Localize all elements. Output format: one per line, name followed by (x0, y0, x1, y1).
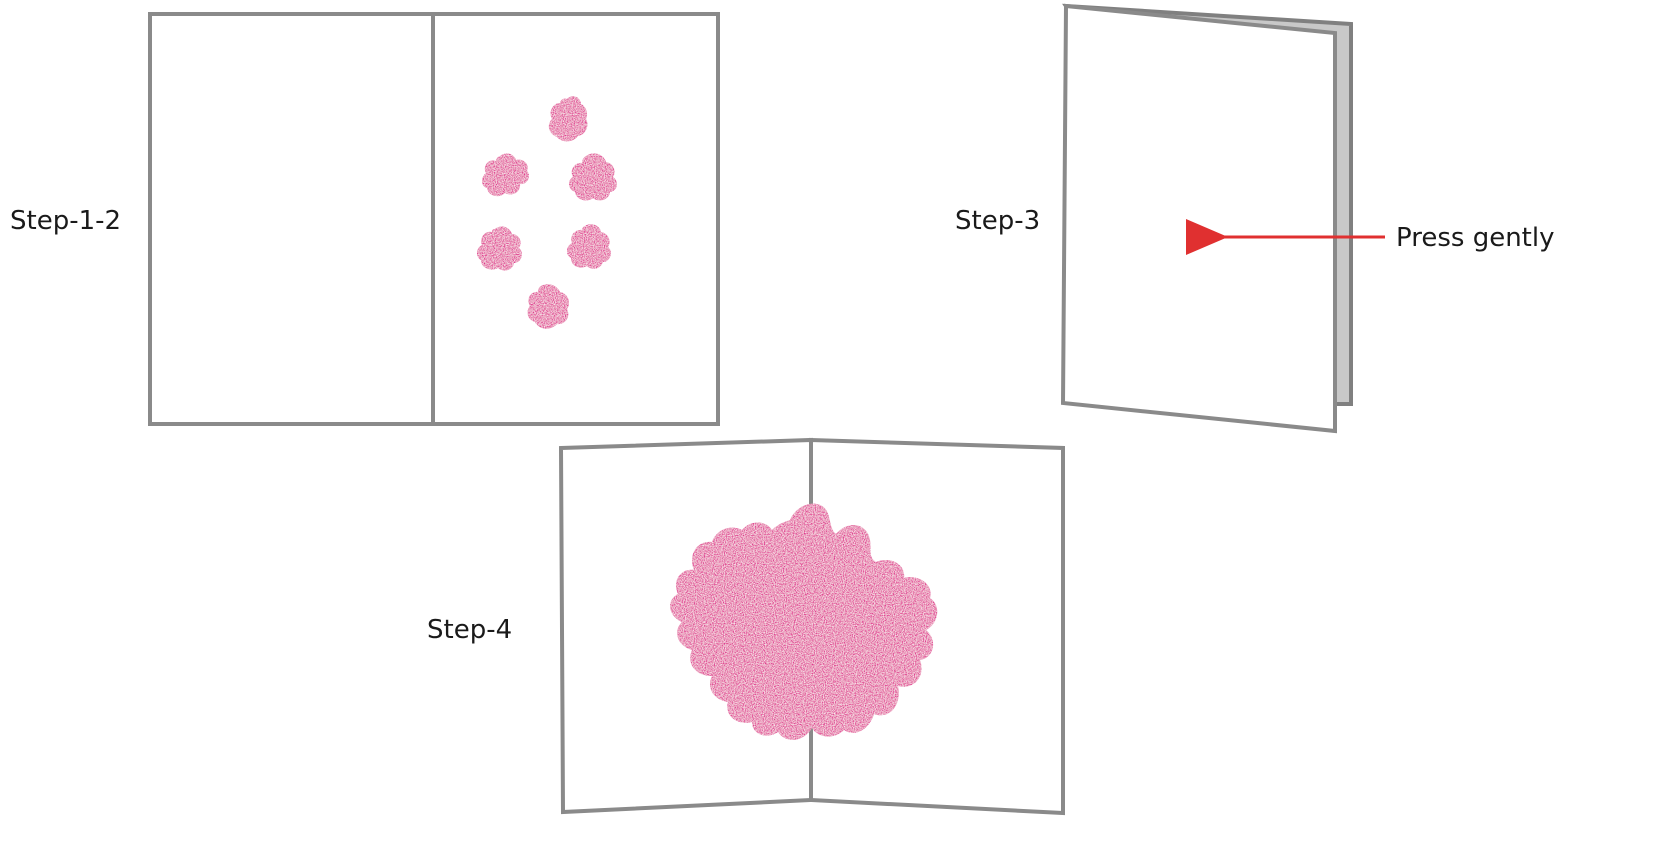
press-gently-callout: Press gently (1186, 219, 1554, 255)
paint-blob (548, 96, 588, 142)
step-1-2-group: Step-1-2 (10, 12, 720, 426)
paint-blob (566, 224, 611, 269)
step-1-2-label: Step-1-2 (10, 206, 121, 236)
paint-blob (482, 153, 530, 197)
step-4-group: Step-4 (427, 437, 1065, 816)
folded-paper-front-page (1060, 3, 1337, 434)
symmetric-ink-blot (670, 503, 938, 740)
paint-blob (476, 226, 522, 271)
step-3-label: Step-3 (955, 206, 1040, 236)
paint-blob (569, 153, 617, 201)
step-4-label: Step-4 (427, 615, 512, 645)
step-3-group: Step-3 Press gently (955, 3, 1554, 434)
paint-blob (527, 284, 570, 329)
press-gently-label: Press gently (1396, 223, 1554, 253)
step-1-2-paper (148, 12, 720, 426)
step-3-folded-paper (1060, 3, 1353, 434)
paint-blobs (476, 96, 617, 329)
